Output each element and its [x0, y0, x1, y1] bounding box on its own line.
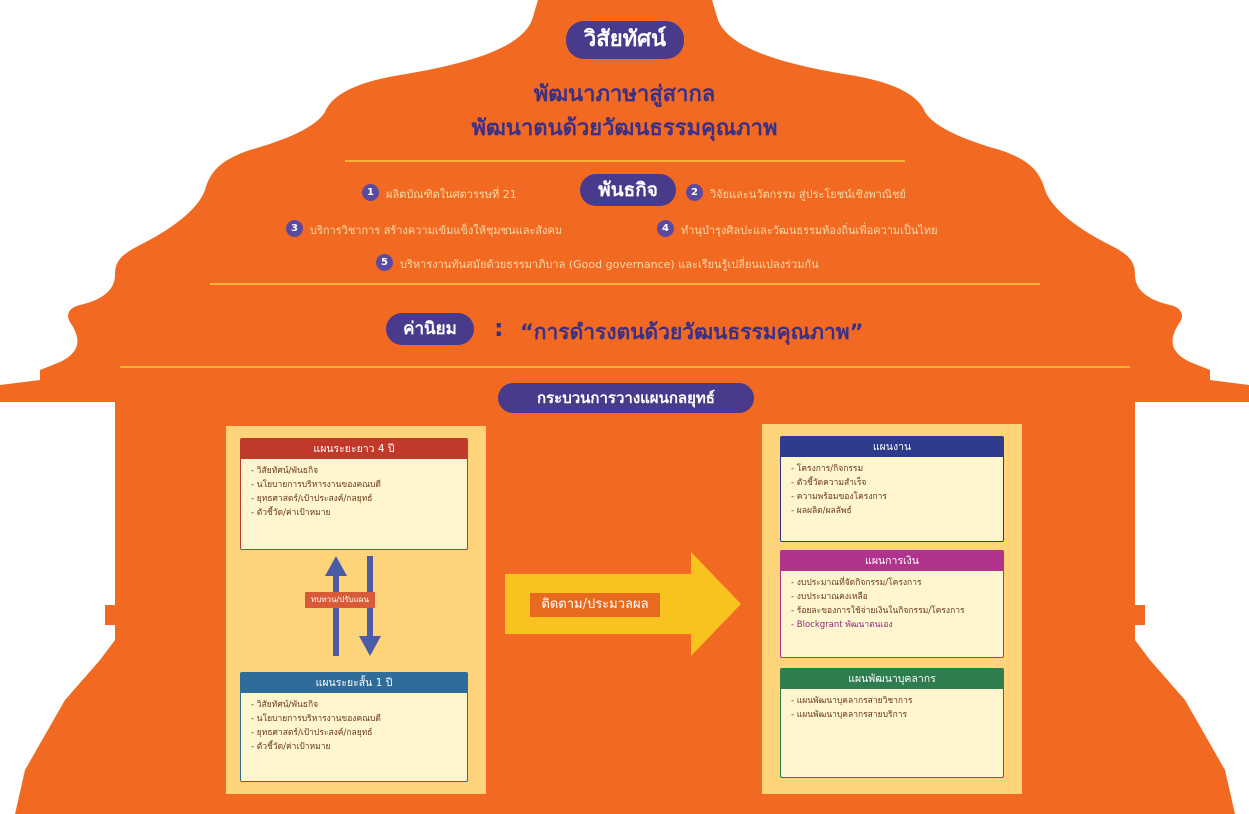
strategy-badge: กระบวนการวางแผนกลยุทธ์: [498, 383, 754, 413]
work-plan-box: แผนงาน - โครงการ/กิจกรรม - ตัวชี้วัดความ…: [780, 436, 1004, 542]
short-plan-item: - ยุทธศาสตร์/เป้าประสงค์/กลยุทธ์: [251, 728, 373, 738]
mission-number-2: 2: [686, 184, 703, 201]
long-plan-title: แผนระยะยาว 4 ปี: [241, 439, 467, 459]
values-badge: ค่านิยม: [386, 313, 474, 345]
hr-plan-title: แผนพัฒนาบุคลากร: [781, 669, 1003, 689]
mission-number-4: 4: [657, 220, 674, 237]
mission-number-1: 1: [362, 184, 379, 201]
mission-item-5: บริหารงานทันสมัยด้วยธรรมาภิบาล (Good gov…: [400, 258, 819, 271]
vision-line-1: พัฒนาภาษาสู่สากล: [533, 82, 716, 107]
short-plan-item: - นโยบายการบริหารงานของคณบดี: [251, 714, 381, 724]
mission-item-2: วิจัยและนวัตกรรม สู่ประโยชน์เชิงพาณิชย์: [710, 188, 906, 201]
long-plan-item: - นโยบายการบริหารงานของคณบดี: [251, 480, 381, 490]
short-plan-box: แผนระยะสั้น 1 ปี - วิสัยทัศน์/พันธกิจ - …: [240, 672, 468, 782]
finance-plan-title: แผนการเงิน: [781, 551, 1003, 571]
mission-item-1: ผลิตบัณฑิตในศตวรรษที่ 21: [386, 188, 517, 201]
short-plan-item: - ตัวชี้วัด/ค่าเป้าหมาย: [251, 742, 331, 752]
work-plan-title: แผนงาน: [781, 437, 1003, 457]
long-plan-item: - วิสัยทัศน์/พันธกิจ: [251, 466, 319, 476]
vision-badge: วิสัยทัศน์: [566, 21, 684, 59]
divider-3: [120, 366, 1130, 368]
mission-number-3: 3: [286, 220, 303, 237]
short-plan-item: - วิสัยทัศน์/พันธกิจ: [251, 700, 319, 710]
up-arrow-icon: [325, 556, 347, 656]
divider-1: [345, 160, 905, 162]
mission-badge: พันธกิจ: [580, 174, 676, 206]
review-label: ทบทวน/ปรับแผน: [305, 592, 375, 608]
short-plan-title: แผนระยะสั้น 1 ปี: [241, 673, 467, 693]
vision-line-2: พัฒนาตนด้วยวัฒนธรรมคุณภาพ: [471, 116, 778, 141]
finance-plan-item: - ร้อยละของการใช้จ่ายเงินในกิจกรรม/โครงก…: [791, 606, 965, 616]
long-plan-box: แผนระยะยาว 4 ปี - วิสัยทัศน์/พันธกิจ - น…: [240, 438, 468, 550]
values-colon: :: [494, 314, 504, 342]
work-plan-item: - ตัวชี้วัดความสำเร็จ: [791, 478, 867, 488]
mission-item-4: ทำนุบำรุงศิลปะและวัฒนธรรมท้องถิ่นเพื่อคว…: [681, 224, 938, 237]
finance-plan-box: แผนการเงิน - งบประมาณที่จัดกิจกรรม/โครงก…: [780, 550, 1004, 658]
long-plan-item: - ตัวชี้วัด/ค่าเป้าหมาย: [251, 508, 331, 518]
mission-item-3: บริการวิชาการ สร้างความเข้มแข็งให้ชุมชนแ…: [310, 224, 563, 237]
finance-plan-item: - Blockgrant พัฒนาตนเอง: [791, 620, 893, 630]
hr-plan-box: แผนพัฒนาบุคลากร - แผนพัฒนาบุคลากรสายวิชา…: [780, 668, 1004, 778]
finance-plan-item: - งบประมาณคงเหลือ: [791, 592, 868, 602]
monitor-label: ติดตาม/ประมวลผล: [530, 593, 660, 617]
work-plan-item: - ผลผลิต/ผลลัพธ์: [791, 506, 852, 516]
work-plan-item: - ความพร้อมของโครงการ: [791, 492, 887, 502]
divider-2: [210, 283, 1040, 285]
hr-plan-item: - แผนพัฒนาบุคลากรสายวิชาการ: [791, 696, 913, 706]
hr-plan-item: - แผนพัฒนาบุคลากรสายบริการ: [791, 710, 908, 720]
work-plan-item: - โครงการ/กิจกรรม: [791, 464, 864, 474]
long-plan-item: - ยุทธศาสตร์/เป้าประสงค์/กลยุทธ์: [251, 494, 373, 504]
mission-number-5: 5: [376, 254, 393, 271]
finance-plan-item: - งบประมาณที่จัดกิจกรรม/โครงการ: [791, 578, 922, 588]
values-text: “การดำรงตนด้วยวัฒนธรรมคุณภาพ”: [520, 320, 864, 344]
